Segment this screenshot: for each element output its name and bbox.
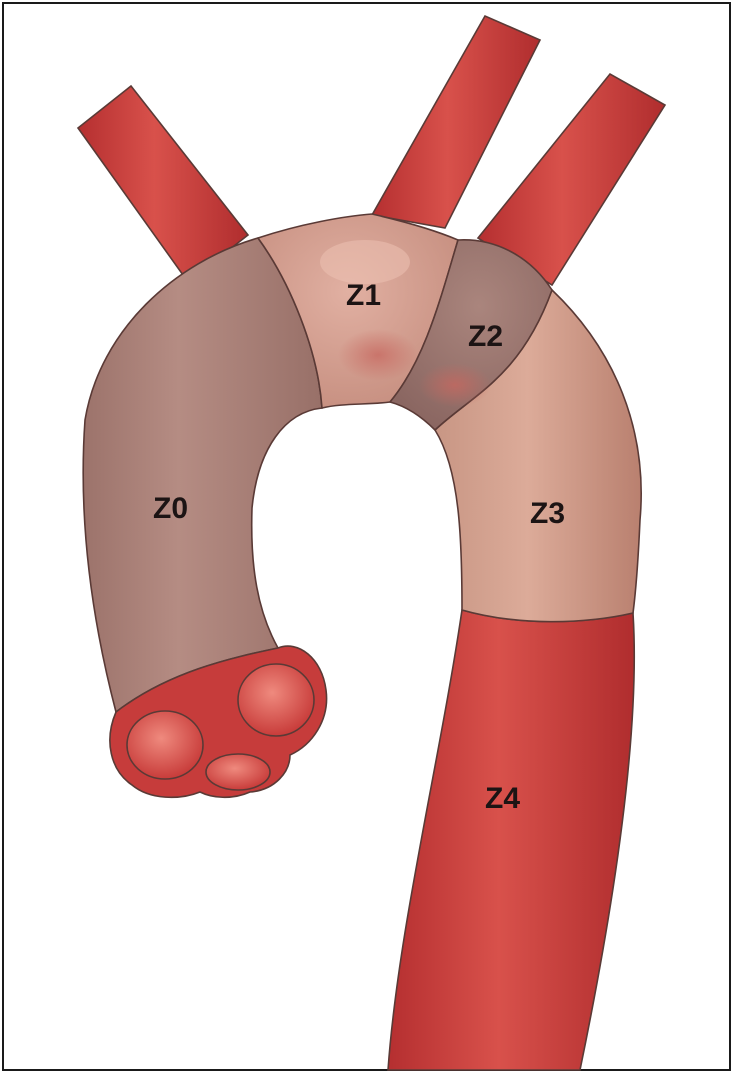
valve-leaflet-right: [238, 664, 314, 736]
valve-leaflet-bottom: [206, 754, 270, 790]
zone-3-label: Z3: [530, 497, 565, 530]
zone-2-label: Z2: [468, 320, 503, 353]
zone-2-blush: [419, 363, 491, 407]
zone-4-label: Z4: [485, 782, 520, 815]
valve-leaflet-left: [127, 711, 203, 779]
zone-0-region: [83, 238, 322, 712]
zone-1-label: Z1: [346, 279, 381, 312]
zone-1-highlight: [320, 240, 410, 284]
zone-0-label: Z0: [153, 492, 188, 525]
zone-1-blush: [338, 329, 418, 381]
zone-4-region: [388, 610, 634, 1070]
